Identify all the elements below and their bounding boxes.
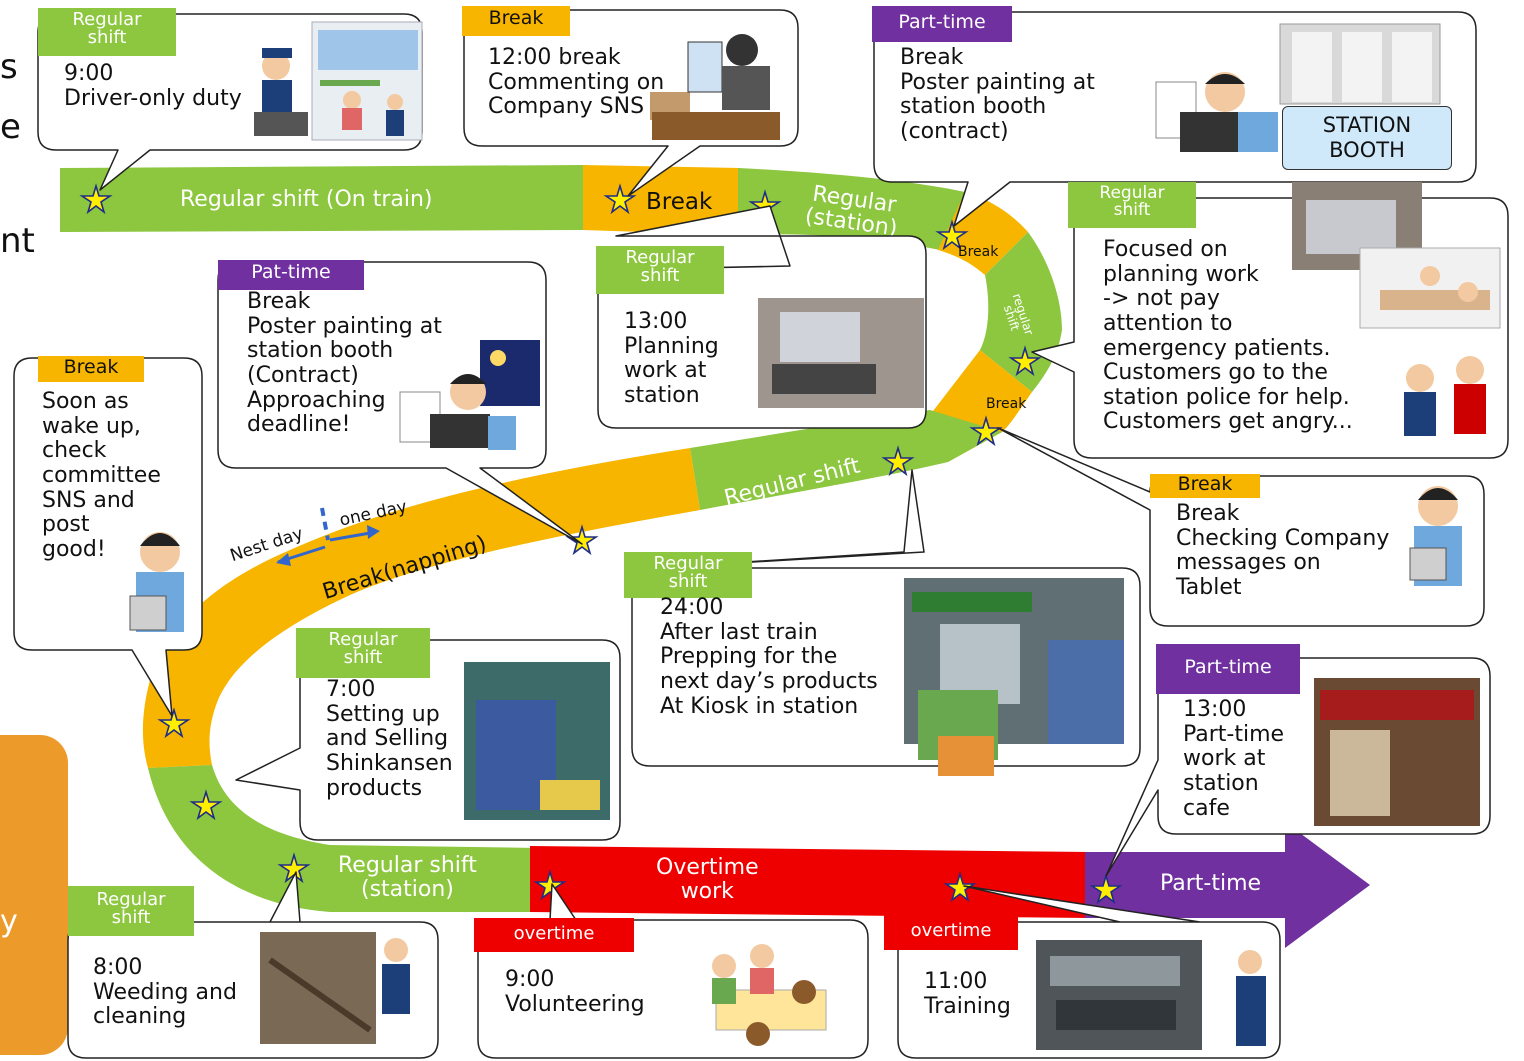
callout-tag: Regular shift [38,8,176,56]
callout-tag: Pat-time [218,260,364,290]
callout-text: Focused on planning work -> not pay atte… [1103,237,1353,435]
station-booth-badge: STATION BOOTH [1282,106,1452,170]
road-label-overtime: Overtime work [656,855,759,905]
callout-text: 9:00 Driver-only duty [64,61,242,111]
star-icon [881,445,915,477]
road-label-break-small-1: Break [958,244,999,260]
edge-fragment: e [0,107,21,147]
edge-fragment: y [0,904,18,939]
callout-tag: Regular shift [596,246,724,294]
edge-fragment: s [0,47,18,87]
callout-text: 24:00 After last train Prepping for the … [660,595,878,719]
star-icon [79,183,113,215]
callout-text: 11:00 Training [924,969,1011,1019]
road-overtime [530,846,1090,918]
road-label-line: Regular shift [338,853,477,878]
road-label-line: work [680,879,734,905]
day-arrow-left-head [276,553,291,566]
callout-text: 13:00 Planning work at station [624,309,719,408]
star-icon [189,789,223,821]
callout-text: 9:00 Volunteering [505,967,645,1017]
side-panel [0,735,68,1055]
callout-tag: Break [462,6,570,36]
callout-tag: Part-time [872,6,1012,42]
callout-text: Break Checking Company messages on Table… [1176,501,1390,600]
road-label-break-top: Break [646,189,713,215]
road-label-line: Overtime [656,855,759,880]
callout-text: 12:00 break Commenting on Company SNS [488,45,665,120]
road-label-regular-station-3: Regular shift (station) [338,854,477,902]
star-icon [157,707,191,739]
callout-tag: Regular shift [68,886,194,936]
callout-text: Break Poster painting at station booth (… [247,289,442,438]
road-label-line: (station) [360,876,454,902]
callout-tag: Regular shift [296,628,430,678]
callout-tag: overtime [474,918,634,952]
star-icon [935,219,969,251]
callout-tag: Break [1150,474,1260,498]
callout-tag: Regular shift [1068,182,1196,228]
road-label-regular-on-train: Regular shift (On train) [180,187,433,212]
callout-text: Break Poster painting at station booth (… [900,45,1095,144]
callout-tag: Regular shift [624,552,752,598]
edge-fragment: nt [0,221,35,261]
callout-text: 7:00 Setting up and Selling Shinkansen p… [326,677,453,801]
callout-text: 8:00 Weeding and cleaning [93,955,237,1030]
callout-tag: Part-time [1156,644,1300,694]
callout-text: Soon as wake up, check committee SNS and… [42,389,161,562]
callout-tag: Break [38,356,144,382]
callout-text: 13:00 Part-time work at station cafe [1183,697,1285,821]
callout-tag: overtime [884,914,1018,950]
road-label-parttime: Part-time [1160,871,1262,896]
road-label-break-small-2: Break [986,396,1027,412]
star-icon [969,415,1003,447]
